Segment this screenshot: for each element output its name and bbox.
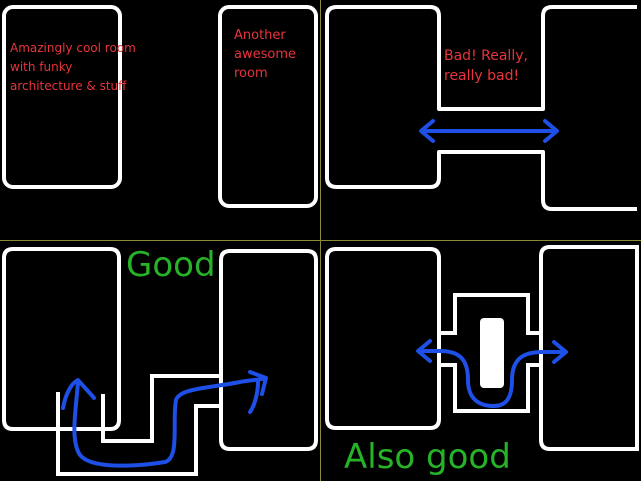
room-left [325,247,441,430]
double-arrow [419,119,559,143]
bridge-outline [441,293,541,413]
bad-label: Bad! Really, really bad! [444,48,532,84]
panel-top-right: Bad! Really, really bad! [325,5,637,211]
panel-top-left: Amazingly cool room with funky architect… [2,5,318,208]
path-arrow [416,339,568,408]
room-left [2,5,122,189]
room-right-label: Another awesome room [234,28,300,81]
room-right [219,249,318,451]
panel-bottom-right: Also good [325,245,639,477]
corridor-walls [56,374,222,476]
panel-bottom-left: Good [2,245,318,476]
good-label: Good [126,245,216,285]
room-right [539,245,639,451]
also-good-label: Also good [344,437,511,477]
path-arrow [61,370,268,468]
room-left-label: Amazingly cool room with funky architect… [10,41,140,93]
room-right [218,5,318,208]
pillar [480,318,504,388]
room-left [2,247,121,431]
